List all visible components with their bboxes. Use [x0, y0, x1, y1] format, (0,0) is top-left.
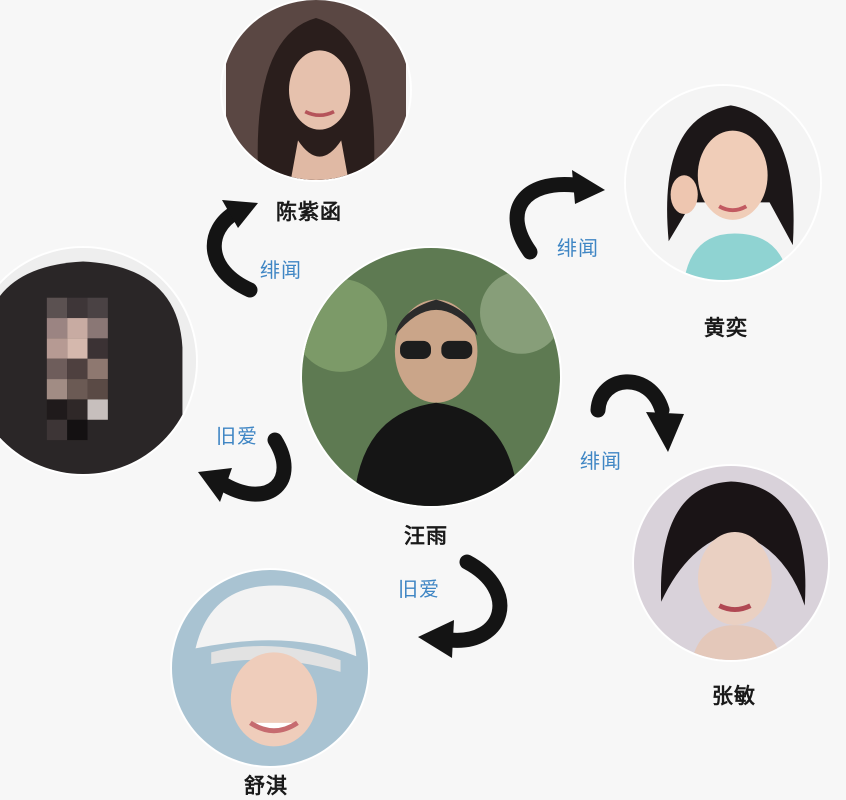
- center-name: 汪雨: [404, 520, 448, 550]
- arrowhead-bottom: [418, 620, 454, 658]
- name-huang: 黄奕: [704, 312, 748, 342]
- portrait-zhang: [634, 466, 828, 660]
- name-zhang: 张敏: [712, 680, 756, 710]
- portrait-bottom: [172, 570, 368, 766]
- arrow-to-zhang: [598, 382, 662, 410]
- name-bottom: 舒淇: [244, 770, 288, 800]
- name-chen: 陈紫函: [276, 196, 342, 226]
- relation-chen: 绯闻: [260, 254, 302, 283]
- photo-chen: [222, 0, 410, 180]
- relation-blurred: 旧爱: [216, 420, 258, 449]
- pixelation-mosaic: [47, 298, 108, 440]
- center-portrait: [302, 248, 560, 506]
- center-photo: [302, 248, 560, 506]
- relationship-diagram: 汪雨 陈紫函 绯闻 黄奕 绯闻 张敏: [0, 0, 846, 783]
- relation-huang: 绯闻: [557, 232, 599, 261]
- photo-huang: [626, 86, 820, 280]
- photo-zhang: [634, 466, 828, 660]
- photo-bottom: [172, 570, 368, 766]
- relation-zhang: 绯闻: [580, 445, 622, 474]
- arrow-to-chen: [214, 212, 250, 290]
- arrow-to-bottom: [450, 562, 500, 640]
- portrait-chen: [222, 0, 410, 180]
- relation-bottom: 旧爱: [398, 573, 440, 602]
- portrait-huang: [626, 86, 820, 280]
- arrowhead-huang: [572, 170, 605, 204]
- arrowhead-zhang: [646, 412, 684, 452]
